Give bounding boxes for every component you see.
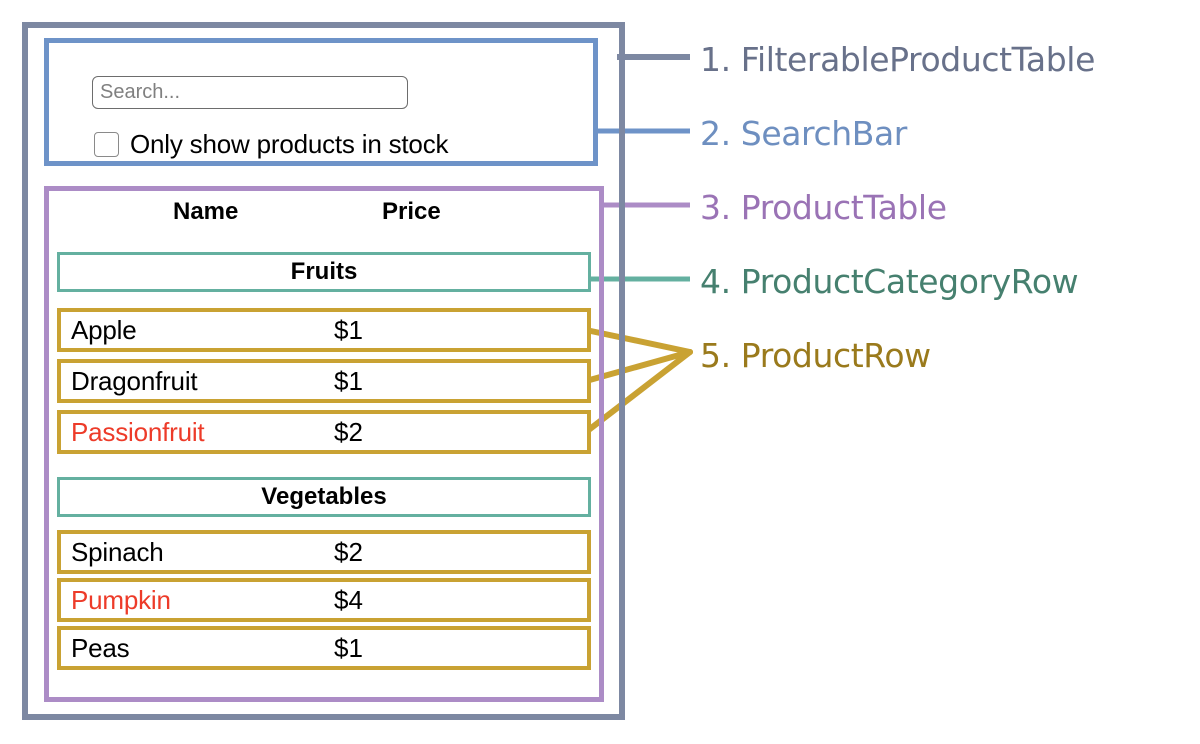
in-stock-filter-row[interactable]: Only show products in stock [94, 126, 564, 162]
product-price: $4 [334, 585, 363, 615]
legend-label-product-table: 3. ProductTable [700, 188, 947, 227]
product-price: $1 [334, 633, 363, 663]
product-name: Pumpkin [71, 585, 171, 615]
product-category-label: Vegetables [261, 483, 387, 510]
product-table-header-row: Name Price [57, 196, 591, 238]
product-price: $2 [334, 417, 363, 447]
in-stock-checkbox-label: Only show products in stock [130, 128, 449, 159]
product-row-apple[interactable]: Apple $1 [57, 308, 591, 352]
product-price: $1 [334, 366, 363, 396]
product-row-spinach[interactable]: Spinach $2 [57, 530, 591, 574]
search-bar-container [44, 38, 598, 166]
product-table-container [44, 186, 604, 702]
product-name: Spinach [71, 537, 164, 567]
product-row-dragonfruit[interactable]: Dragonfruit $1 [57, 359, 591, 403]
product-name: Peas [71, 633, 130, 663]
legend-label-search-bar: 2. SearchBar [700, 114, 907, 153]
product-row-peas[interactable]: Peas $1 [57, 626, 591, 670]
legend-label-filterable-product-table: 1. FilterableProductTable [700, 40, 1095, 79]
filterable-product-table-container [22, 22, 625, 720]
search-input[interactable]: Search... [92, 76, 408, 109]
product-price: $2 [334, 537, 363, 567]
column-header-price: Price [382, 198, 441, 225]
product-category-row-vegetables: Vegetables [57, 477, 591, 517]
product-price: $1 [334, 315, 363, 345]
product-row-pumpkin[interactable]: Pumpkin $4 [57, 578, 591, 622]
product-name: Passionfruit [71, 417, 205, 447]
product-category-row-fruits: Fruits [57, 252, 591, 292]
product-name: Apple [71, 315, 137, 345]
legend-label-product-category-row: 4. ProductCategoryRow [700, 262, 1079, 301]
product-name: Dragonfruit [71, 366, 198, 396]
in-stock-checkbox[interactable] [94, 131, 119, 157]
product-category-label: Fruits [290, 258, 358, 285]
legend-label-product-row: 5. ProductRow [700, 336, 931, 375]
product-row-passionfruit[interactable]: Passionfruit $2 [57, 410, 591, 454]
column-header-name: Name [173, 198, 239, 225]
